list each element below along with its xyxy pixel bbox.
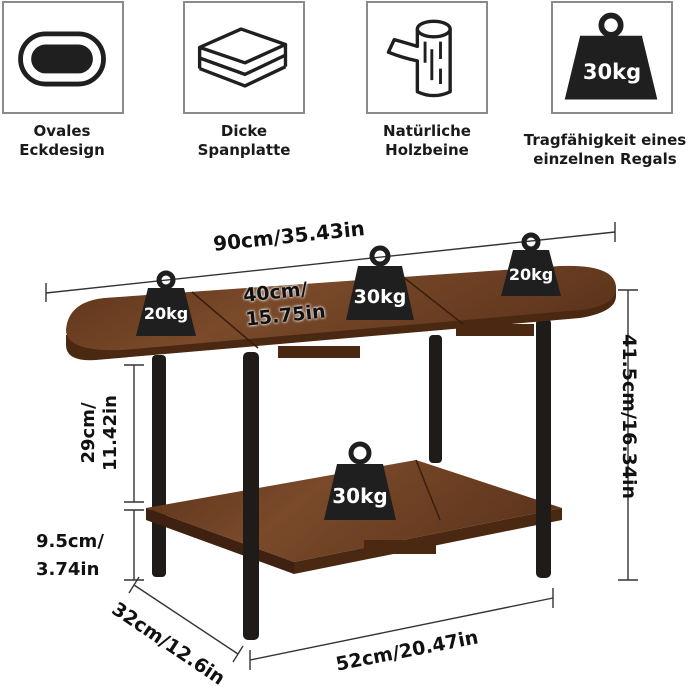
wood-log-icon [386,19,452,98]
weight-tag-shelf: 30kg [322,440,398,522]
weight-tag-left: 20kg [134,270,198,338]
weight-tag-center: 30kg [344,244,416,322]
dimension-lines [45,222,638,670]
oval-table-top [66,265,616,361]
stacked-boards-icon [197,27,288,88]
feature-weight-value: 30kg [582,60,642,84]
feature-thick-board [183,1,305,114]
feature-wood-legs [366,1,488,114]
dimension-shelf-gap: 29cm/ 11.42in [78,395,121,471]
weight-icon [346,245,414,320]
feature-oval-design [2,1,124,114]
weight-icon [136,270,196,336]
dimension-top-depth: 40cm/ 15.75in [242,278,327,331]
dimension-total-height: 41.5cm/16.34in [618,334,640,500]
weight-icon [501,232,561,296]
table-legs-front [243,318,551,640]
weight-tag-right: 20kg [499,232,563,298]
weight-icon [324,441,396,520]
dimension-ground-clearance: 9.5cm/ 3.74in [36,531,104,580]
feature-load-capacity: 30kg [551,1,673,114]
weight-icon [564,12,658,100]
oval-shape-icon [18,31,106,87]
